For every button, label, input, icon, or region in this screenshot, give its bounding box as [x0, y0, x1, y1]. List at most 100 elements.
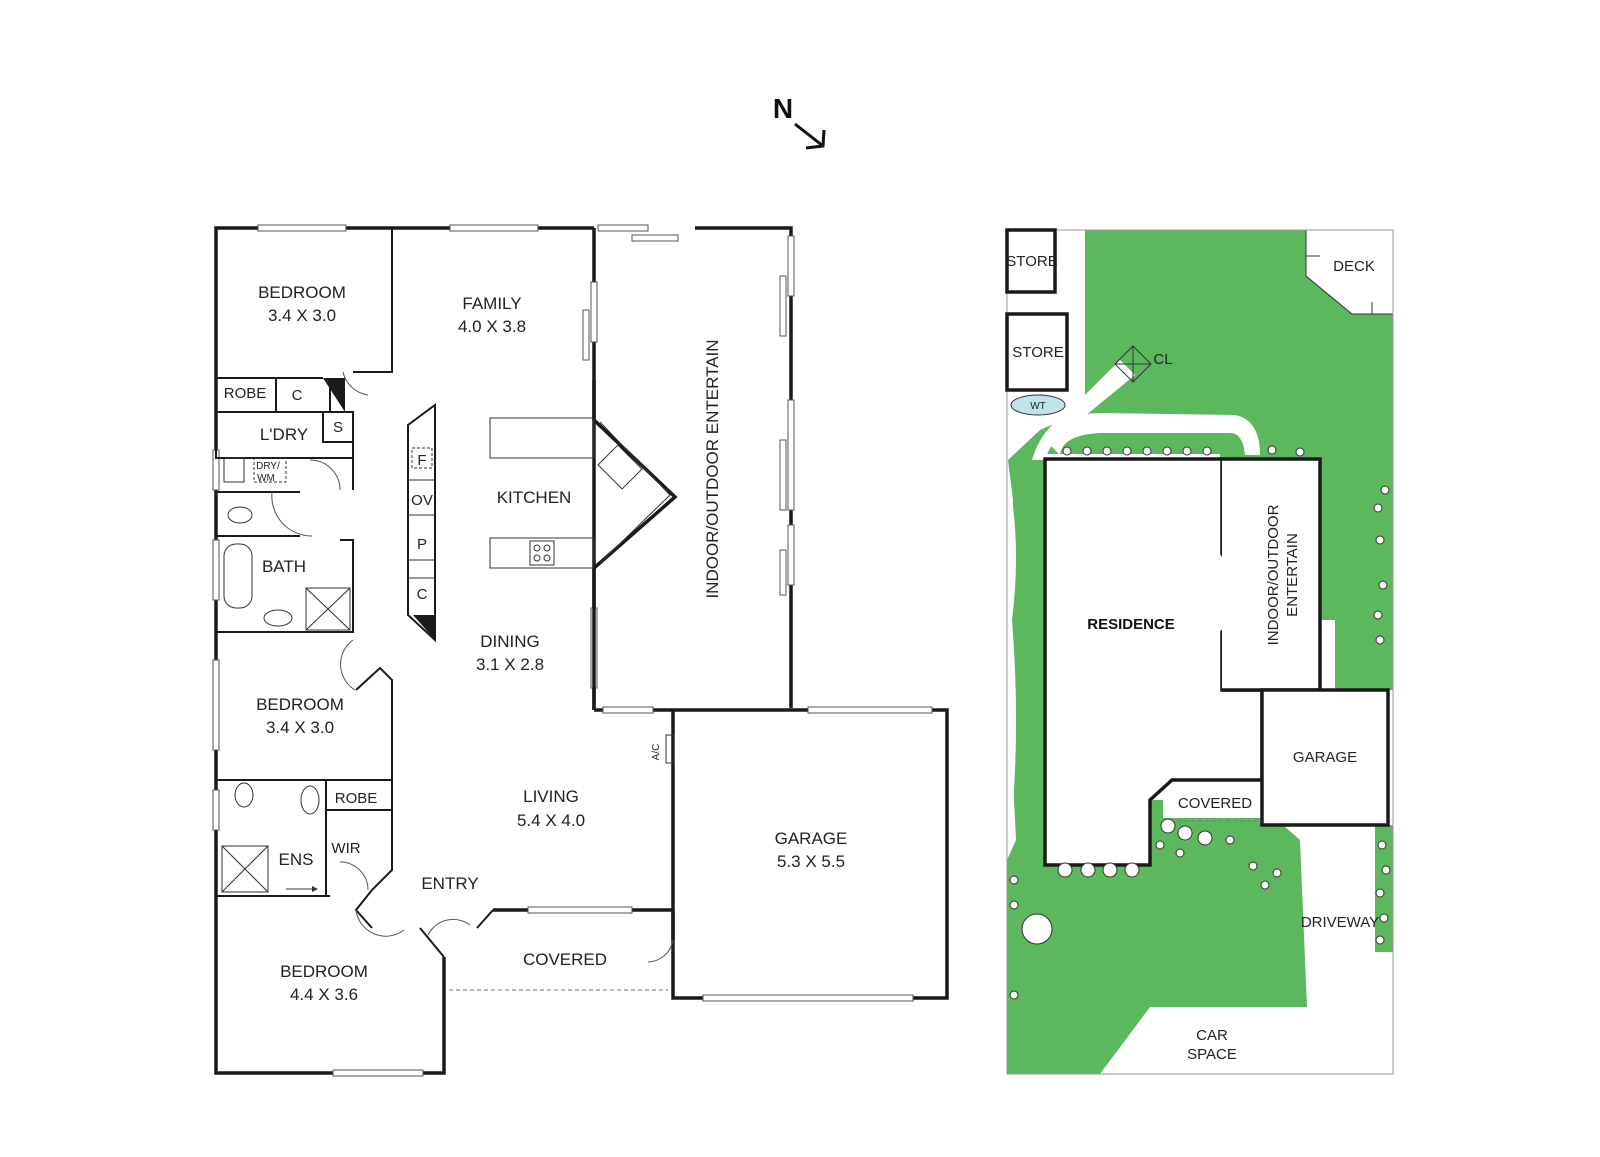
north-label: N — [773, 93, 793, 124]
side-path — [1007, 470, 1016, 860]
cl-label: CL — [1153, 351, 1172, 368]
door-swing — [271, 491, 313, 537]
car-space-line1: CAR — [1196, 1027, 1228, 1044]
window — [779, 439, 787, 511]
window — [527, 906, 633, 914]
cupboard-label: C — [417, 586, 428, 603]
dining-name: DINING — [480, 632, 540, 651]
s-label: S — [333, 419, 343, 436]
fridge-label: F — [417, 452, 426, 469]
window — [779, 549, 787, 596]
store2-label: STORE — [1012, 344, 1063, 361]
bedroom2-name: BEDROOM — [256, 695, 344, 714]
basin-icon — [300, 785, 320, 815]
fridge — [411, 447, 433, 469]
window — [631, 234, 679, 242]
wall-bedroom2 — [216, 666, 393, 781]
kitchen-column — [407, 403, 436, 643]
shrubs — [1009, 445, 1391, 1000]
entertain-label: INDOOR/OUTDOOR ENTERTAIN — [703, 339, 722, 598]
robe1-label: ROBE — [224, 385, 267, 402]
kitchen-island — [489, 417, 595, 459]
window — [787, 235, 795, 297]
window — [212, 659, 220, 751]
living-size: 5.4 X 4.0 — [517, 811, 585, 830]
garage-name: GARAGE — [775, 829, 848, 848]
sink-icon — [597, 444, 643, 490]
wall-entry — [476, 909, 494, 929]
wall-kitchen-bay — [592, 380, 678, 710]
driveway-label: DRIVEWAY — [1301, 914, 1379, 931]
basin-icon — [263, 609, 293, 627]
c1-label: C — [292, 387, 303, 404]
toilet-icon — [234, 782, 254, 808]
window — [597, 224, 649, 232]
site-plan: STORE STORE DECK CL WT RESIDENCE INDOOR/… — [1005, 228, 1394, 1075]
bedroom3-name: BEDROOM — [280, 962, 368, 981]
covered-label: COVERED — [523, 950, 607, 969]
site-entertain-line2: ENTERTAIN — [1284, 533, 1301, 617]
wall-garage — [594, 708, 949, 1000]
ac-unit — [665, 734, 675, 764]
family-size: 4.0 X 3.8 — [458, 317, 526, 336]
bedroom2-size: 3.4 X 3.0 — [266, 718, 334, 737]
family-name: FAMILY — [462, 294, 521, 313]
wt-label: WT — [1030, 401, 1046, 412]
toilet-icon — [227, 506, 253, 524]
ens-label: ENS — [279, 850, 314, 869]
drywm-label-1: DRY/ — [256, 461, 280, 472]
wall-bath — [216, 539, 354, 633]
kitchen-bench-south — [489, 537, 595, 569]
window — [582, 309, 590, 361]
robe2-label: ROBE — [335, 790, 378, 807]
garage-size: 5.3 X 5.5 — [777, 852, 845, 871]
shower-icon — [305, 587, 351, 631]
wir-label: WIR — [331, 840, 360, 857]
kitchen-bench — [599, 421, 671, 564]
site-entertain-line1: INDOOR/OUTDOOR — [1265, 504, 1282, 645]
dining-size: 3.1 X 2.8 — [476, 655, 544, 674]
bedroom1-name: BEDROOM — [258, 283, 346, 302]
site-garage-label: GARAGE — [1293, 749, 1357, 766]
living-name: LIVING — [523, 787, 579, 806]
window — [807, 706, 933, 714]
door-swing — [342, 371, 369, 396]
bath-label: BATH — [262, 557, 306, 576]
window — [779, 275, 787, 337]
dryer-washer — [253, 457, 287, 483]
deck-area — [1306, 230, 1393, 314]
store2 — [1005, 312, 1069, 392]
garden-path — [1045, 413, 1260, 455]
cooktop-icon — [529, 540, 555, 566]
car-space-line2: SPACE — [1187, 1046, 1237, 1063]
bedroom3-size: 4.4 X 3.6 — [290, 985, 358, 1004]
ac-label: A/C — [651, 744, 662, 761]
window — [787, 399, 795, 511]
entry-label: ENTRY — [421, 874, 478, 893]
duct — [323, 378, 345, 412]
shower-icon — [221, 845, 269, 893]
oven-label: OV — [411, 492, 433, 509]
door-swing — [427, 918, 471, 936]
door-swing — [647, 939, 674, 963]
window — [787, 524, 795, 586]
door-swing — [339, 861, 369, 891]
lawn — [1007, 230, 1393, 1074]
residence-label: RESIDENCE — [1087, 616, 1175, 633]
window — [702, 994, 914, 1002]
wall-bed3-angle — [419, 927, 445, 958]
pantry-label: P — [417, 536, 427, 553]
clothesline-icon — [1114, 345, 1152, 383]
door-swing — [309, 459, 341, 491]
store1-label: STORE — [1006, 253, 1057, 270]
window — [257, 224, 347, 232]
kitchen-label: KITCHEN — [497, 488, 572, 507]
window — [449, 224, 539, 232]
lawn-strip — [1375, 825, 1393, 952]
bedroom1-size: 3.4 X 3.0 — [268, 306, 336, 325]
storage-s — [322, 411, 354, 443]
washer — [223, 457, 245, 483]
water-tank-icon — [1010, 394, 1066, 416]
window — [602, 706, 654, 714]
site-covered-label: COVERED — [1178, 795, 1252, 812]
